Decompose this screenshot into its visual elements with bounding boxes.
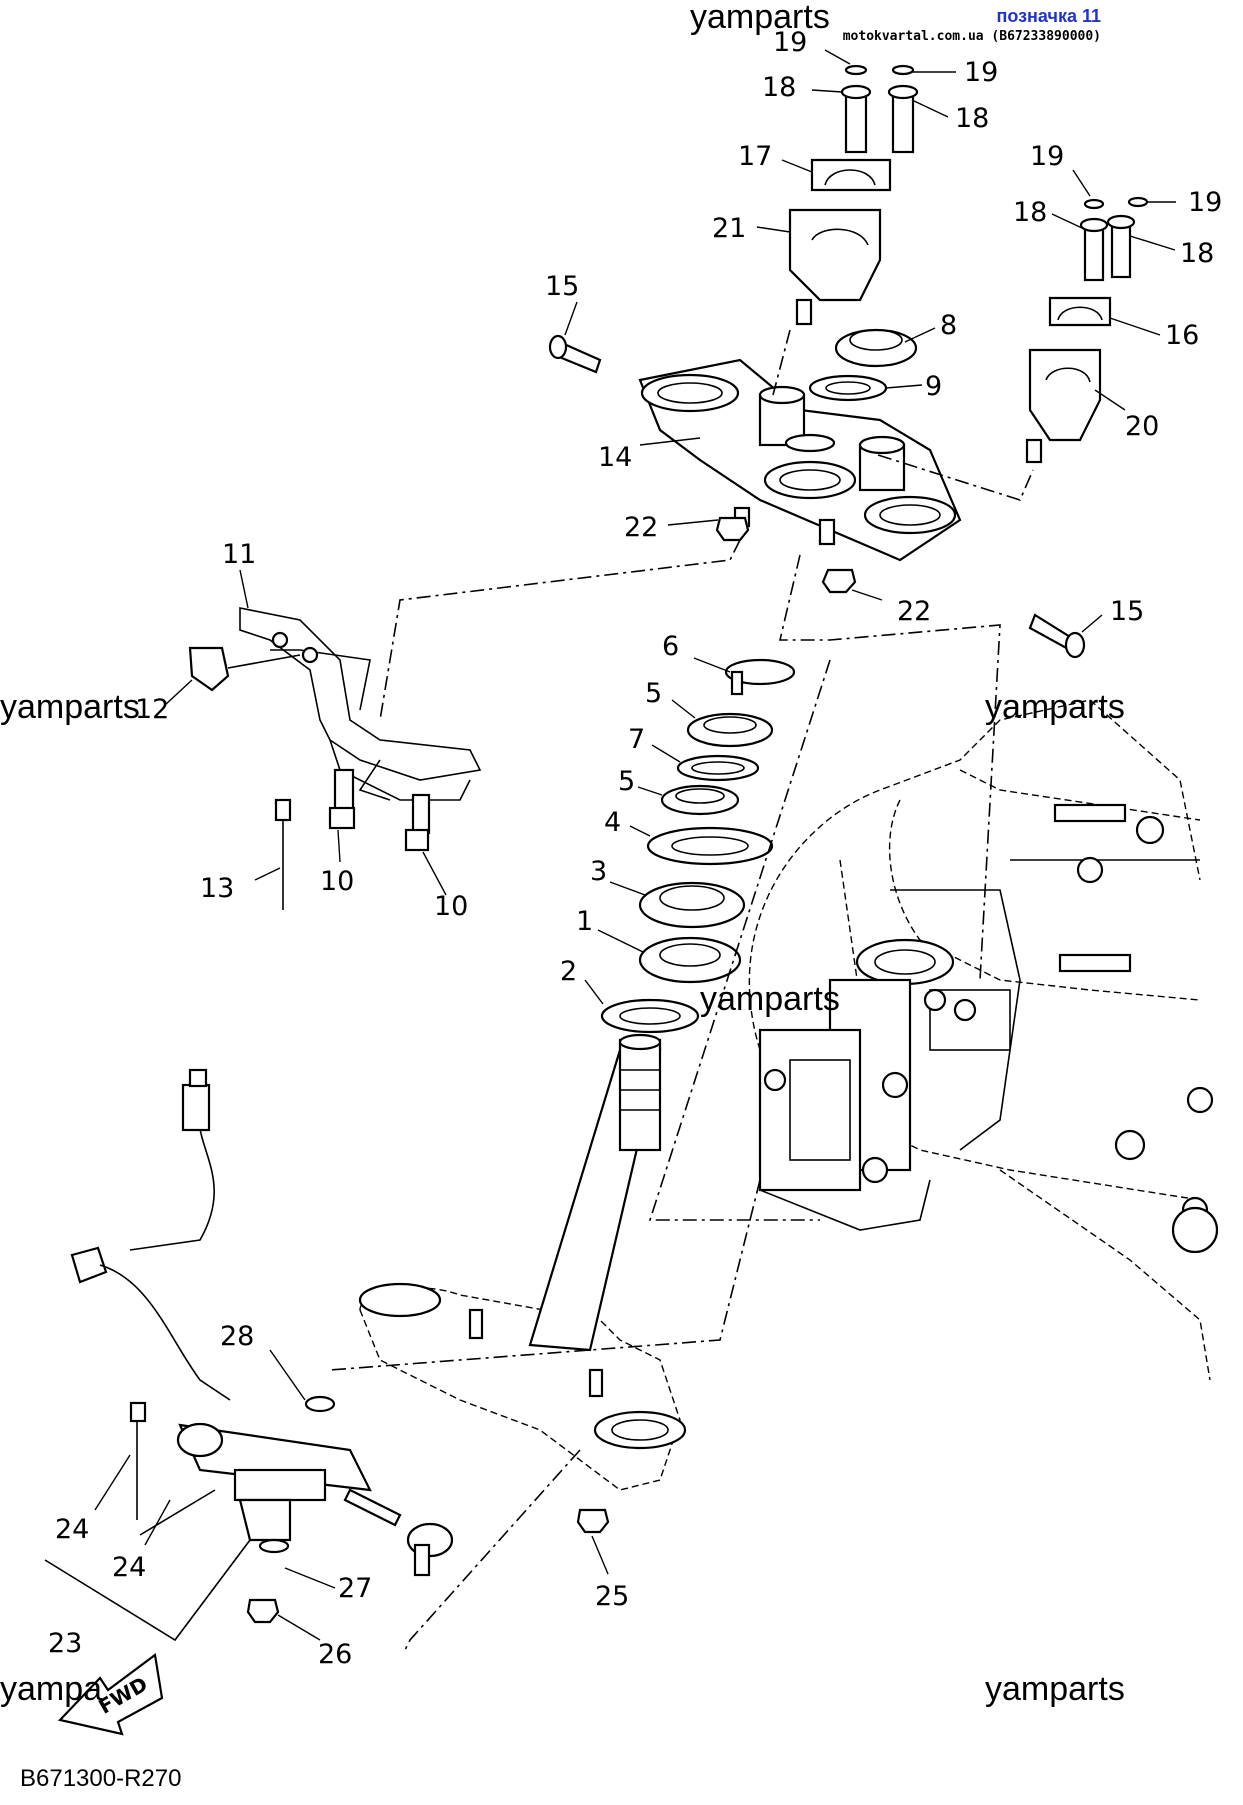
callout-21: 21 — [712, 213, 746, 244]
callouts: 19 19 18 18 17 21 19 19 18 18 16 20 8 9 … — [48, 27, 1222, 1670]
callout-18: 18 — [955, 103, 989, 134]
callout-7: 7 — [628, 724, 645, 755]
watermark-center: yamparts — [700, 980, 840, 1018]
callout-12: 12 — [135, 694, 169, 725]
callout-18: 18 — [1180, 238, 1214, 269]
callout-19: 19 — [1188, 187, 1222, 218]
watermark-left: yamparts — [0, 688, 140, 726]
callout-5: 5 — [618, 766, 635, 797]
callout-15: 15 — [1110, 596, 1144, 627]
callout-18: 18 — [1013, 197, 1047, 228]
lower-bracket-ghost — [358, 1282, 687, 1491]
header-label[interactable]: позначка 11 — [996, 6, 1101, 26]
reference-lines — [44, 329, 1034, 1651]
steering-damper — [70, 1068, 610, 1624]
left-handlebar-holder — [788, 158, 892, 326]
callout-23: 23 — [48, 1628, 82, 1659]
callout-24: 24 — [112, 1552, 146, 1583]
callout-16: 16 — [1165, 320, 1199, 351]
frame-outline — [748, 699, 1219, 1381]
callout-10: 10 — [434, 891, 468, 922]
callout-20: 20 — [1125, 411, 1159, 442]
callout-17: 17 — [738, 141, 772, 172]
callout-25: 25 — [595, 1581, 629, 1612]
callout-2: 2 — [560, 956, 577, 987]
callout-22: 22 — [624, 512, 658, 543]
callout-4: 4 — [604, 807, 621, 838]
stem-parts-stack — [600, 328, 918, 1034]
upper-bracket — [638, 358, 962, 562]
callout-24: 24 — [55, 1514, 89, 1545]
callout-15: 15 — [545, 271, 579, 302]
bolts — [548, 64, 1149, 659]
fwd-arrow-icon: FWD — [57, 1653, 164, 1736]
callout-5: 5 — [645, 678, 662, 709]
callout-8: 8 — [940, 310, 957, 341]
right-handlebar-holder — [1025, 296, 1112, 464]
callout-14: 14 — [598, 442, 632, 473]
callout-1: 1 — [576, 906, 593, 937]
watermark-top: yamparts — [690, 0, 830, 36]
watermark-right: yamparts — [985, 688, 1125, 726]
steering-stem — [528, 1033, 662, 1352]
watermark-bottom-right: yamparts — [985, 1670, 1125, 1708]
callout-19: 19 — [773, 27, 807, 58]
leader-lines — [94, 49, 1176, 1641]
callout-11: 11 — [222, 539, 256, 570]
header-tag: позначка 11 motokvartal.com.ua (B6723389… — [843, 6, 1101, 44]
callout-6: 6 — [662, 631, 679, 662]
watermark-bottom-left: yampa — [0, 1670, 102, 1708]
callout-9: 9 — [925, 371, 942, 402]
callout-22: 22 — [897, 596, 931, 627]
callout-18: 18 — [762, 72, 796, 103]
callout-10: 10 — [320, 866, 354, 897]
callout-19: 19 — [1030, 141, 1064, 172]
header-source: motokvartal.com.ua (B67233890000) — [842, 29, 1101, 44]
meter-bracket — [188, 607, 482, 910]
callout-28: 28 — [220, 1321, 254, 1352]
callout-26: 26 — [318, 1639, 352, 1670]
callout-19: 19 — [964, 57, 998, 88]
callout-3: 3 — [590, 856, 607, 887]
callout-27: 27 — [338, 1573, 372, 1604]
diagram-code: B671300-R270 — [20, 1765, 181, 1792]
callout-13: 13 — [200, 873, 234, 904]
